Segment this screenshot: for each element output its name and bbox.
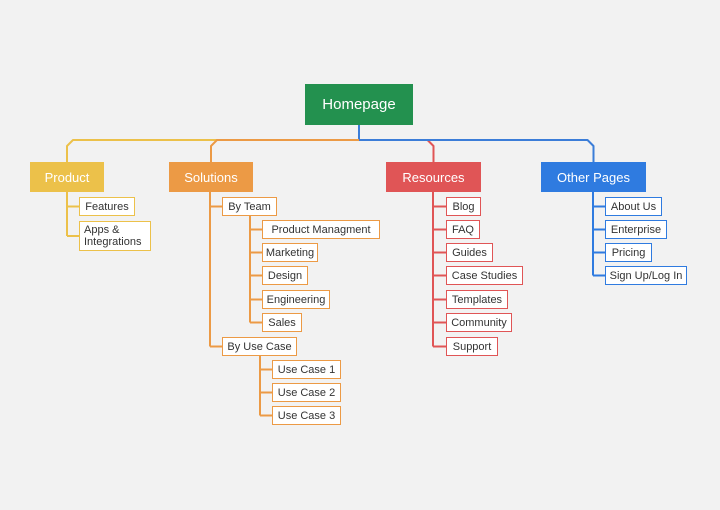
item-guides[interactable]: Guides — [446, 243, 493, 262]
item-case-studies[interactable]: Case Studies — [446, 266, 523, 285]
item-support-label: Support — [452, 340, 492, 353]
item-engineering[interactable]: Engineering — [262, 290, 330, 309]
connector-to-resources — [359, 139, 435, 162]
item-support[interactable]: Support — [446, 337, 498, 356]
group-by-team[interactable]: By Team — [222, 197, 277, 216]
category-product[interactable]: Product — [30, 162, 104, 192]
item-community-label: Community — [451, 316, 507, 329]
item-features-label: Features — [85, 200, 129, 213]
connector-to-solutions — [210, 139, 359, 162]
item-features[interactable]: Features — [79, 197, 135, 216]
item-use-case-1[interactable]: Use Case 1 — [272, 360, 341, 379]
category-solutions-label: Solutions — [184, 169, 238, 185]
category-solutions[interactable]: Solutions — [169, 162, 253, 192]
item-sales[interactable]: Sales — [262, 313, 302, 332]
item-use-case-3[interactable]: Use Case 3 — [272, 406, 341, 425]
item-use-case-2-label: Use Case 2 — [277, 386, 336, 399]
group-by-use-case[interactable]: By Use Case — [222, 337, 297, 356]
item-faq-label: FAQ — [451, 223, 474, 236]
item-templates-label: Templates — [451, 293, 503, 306]
item-enterprise[interactable]: Enterprise — [605, 220, 667, 239]
category-resources-label: Resources — [402, 169, 465, 185]
item-product-managment[interactable]: Product Managment — [262, 220, 380, 239]
root-node-homepage-label: Homepage — [322, 96, 396, 113]
item-blog-label: Blog — [452, 200, 475, 213]
item-use-case-2[interactable]: Use Case 2 — [272, 383, 341, 402]
group-by-team-label: By Team — [228, 200, 271, 213]
item-use-case-3-label: Use Case 3 — [277, 409, 336, 422]
item-marketing[interactable]: Marketing — [262, 243, 318, 262]
item-about-us[interactable]: About Us — [605, 197, 662, 216]
group-by-use-case-label: By Use Case — [227, 340, 292, 353]
item-marketing-label: Marketing — [265, 246, 315, 259]
item-pricing-label: Pricing — [611, 246, 646, 259]
item-use-case-1-label: Use Case 1 — [277, 363, 336, 376]
item-design-label: Design — [267, 269, 303, 282]
item-blog[interactable]: Blog — [446, 197, 481, 216]
item-sales-label: Sales — [268, 316, 296, 329]
item-sign-up-log-in[interactable]: Sign Up/Log In — [605, 266, 687, 285]
item-engineering-label: Engineering — [266, 293, 326, 306]
item-product-managment-label: Product Managment — [271, 223, 371, 236]
connector-to-other — [359, 139, 595, 162]
category-other-label: Other Pages — [557, 169, 630, 185]
item-community[interactable]: Community — [446, 313, 512, 332]
item-pricing[interactable]: Pricing — [605, 243, 652, 262]
item-about-us-label: About Us — [610, 200, 657, 213]
root-node-homepage[interactable]: Homepage — [305, 84, 413, 125]
item-apps-integrations-label: Apps & Integrations — [84, 224, 142, 248]
item-faq[interactable]: FAQ — [446, 220, 480, 239]
item-case-studies-label: Case Studies — [451, 269, 518, 282]
category-other[interactable]: Other Pages — [541, 162, 646, 192]
item-guides-label: Guides — [452, 246, 487, 259]
item-apps-integrations[interactable]: Apps & Integrations — [79, 221, 151, 251]
category-resources[interactable]: Resources — [386, 162, 481, 192]
item-templates[interactable]: Templates — [446, 290, 508, 309]
item-design[interactable]: Design — [262, 266, 308, 285]
item-sign-up-log-in-label: Sign Up/Log In — [609, 269, 683, 282]
category-product-label: Product — [44, 169, 90, 185]
item-enterprise-label: Enterprise — [610, 223, 662, 236]
